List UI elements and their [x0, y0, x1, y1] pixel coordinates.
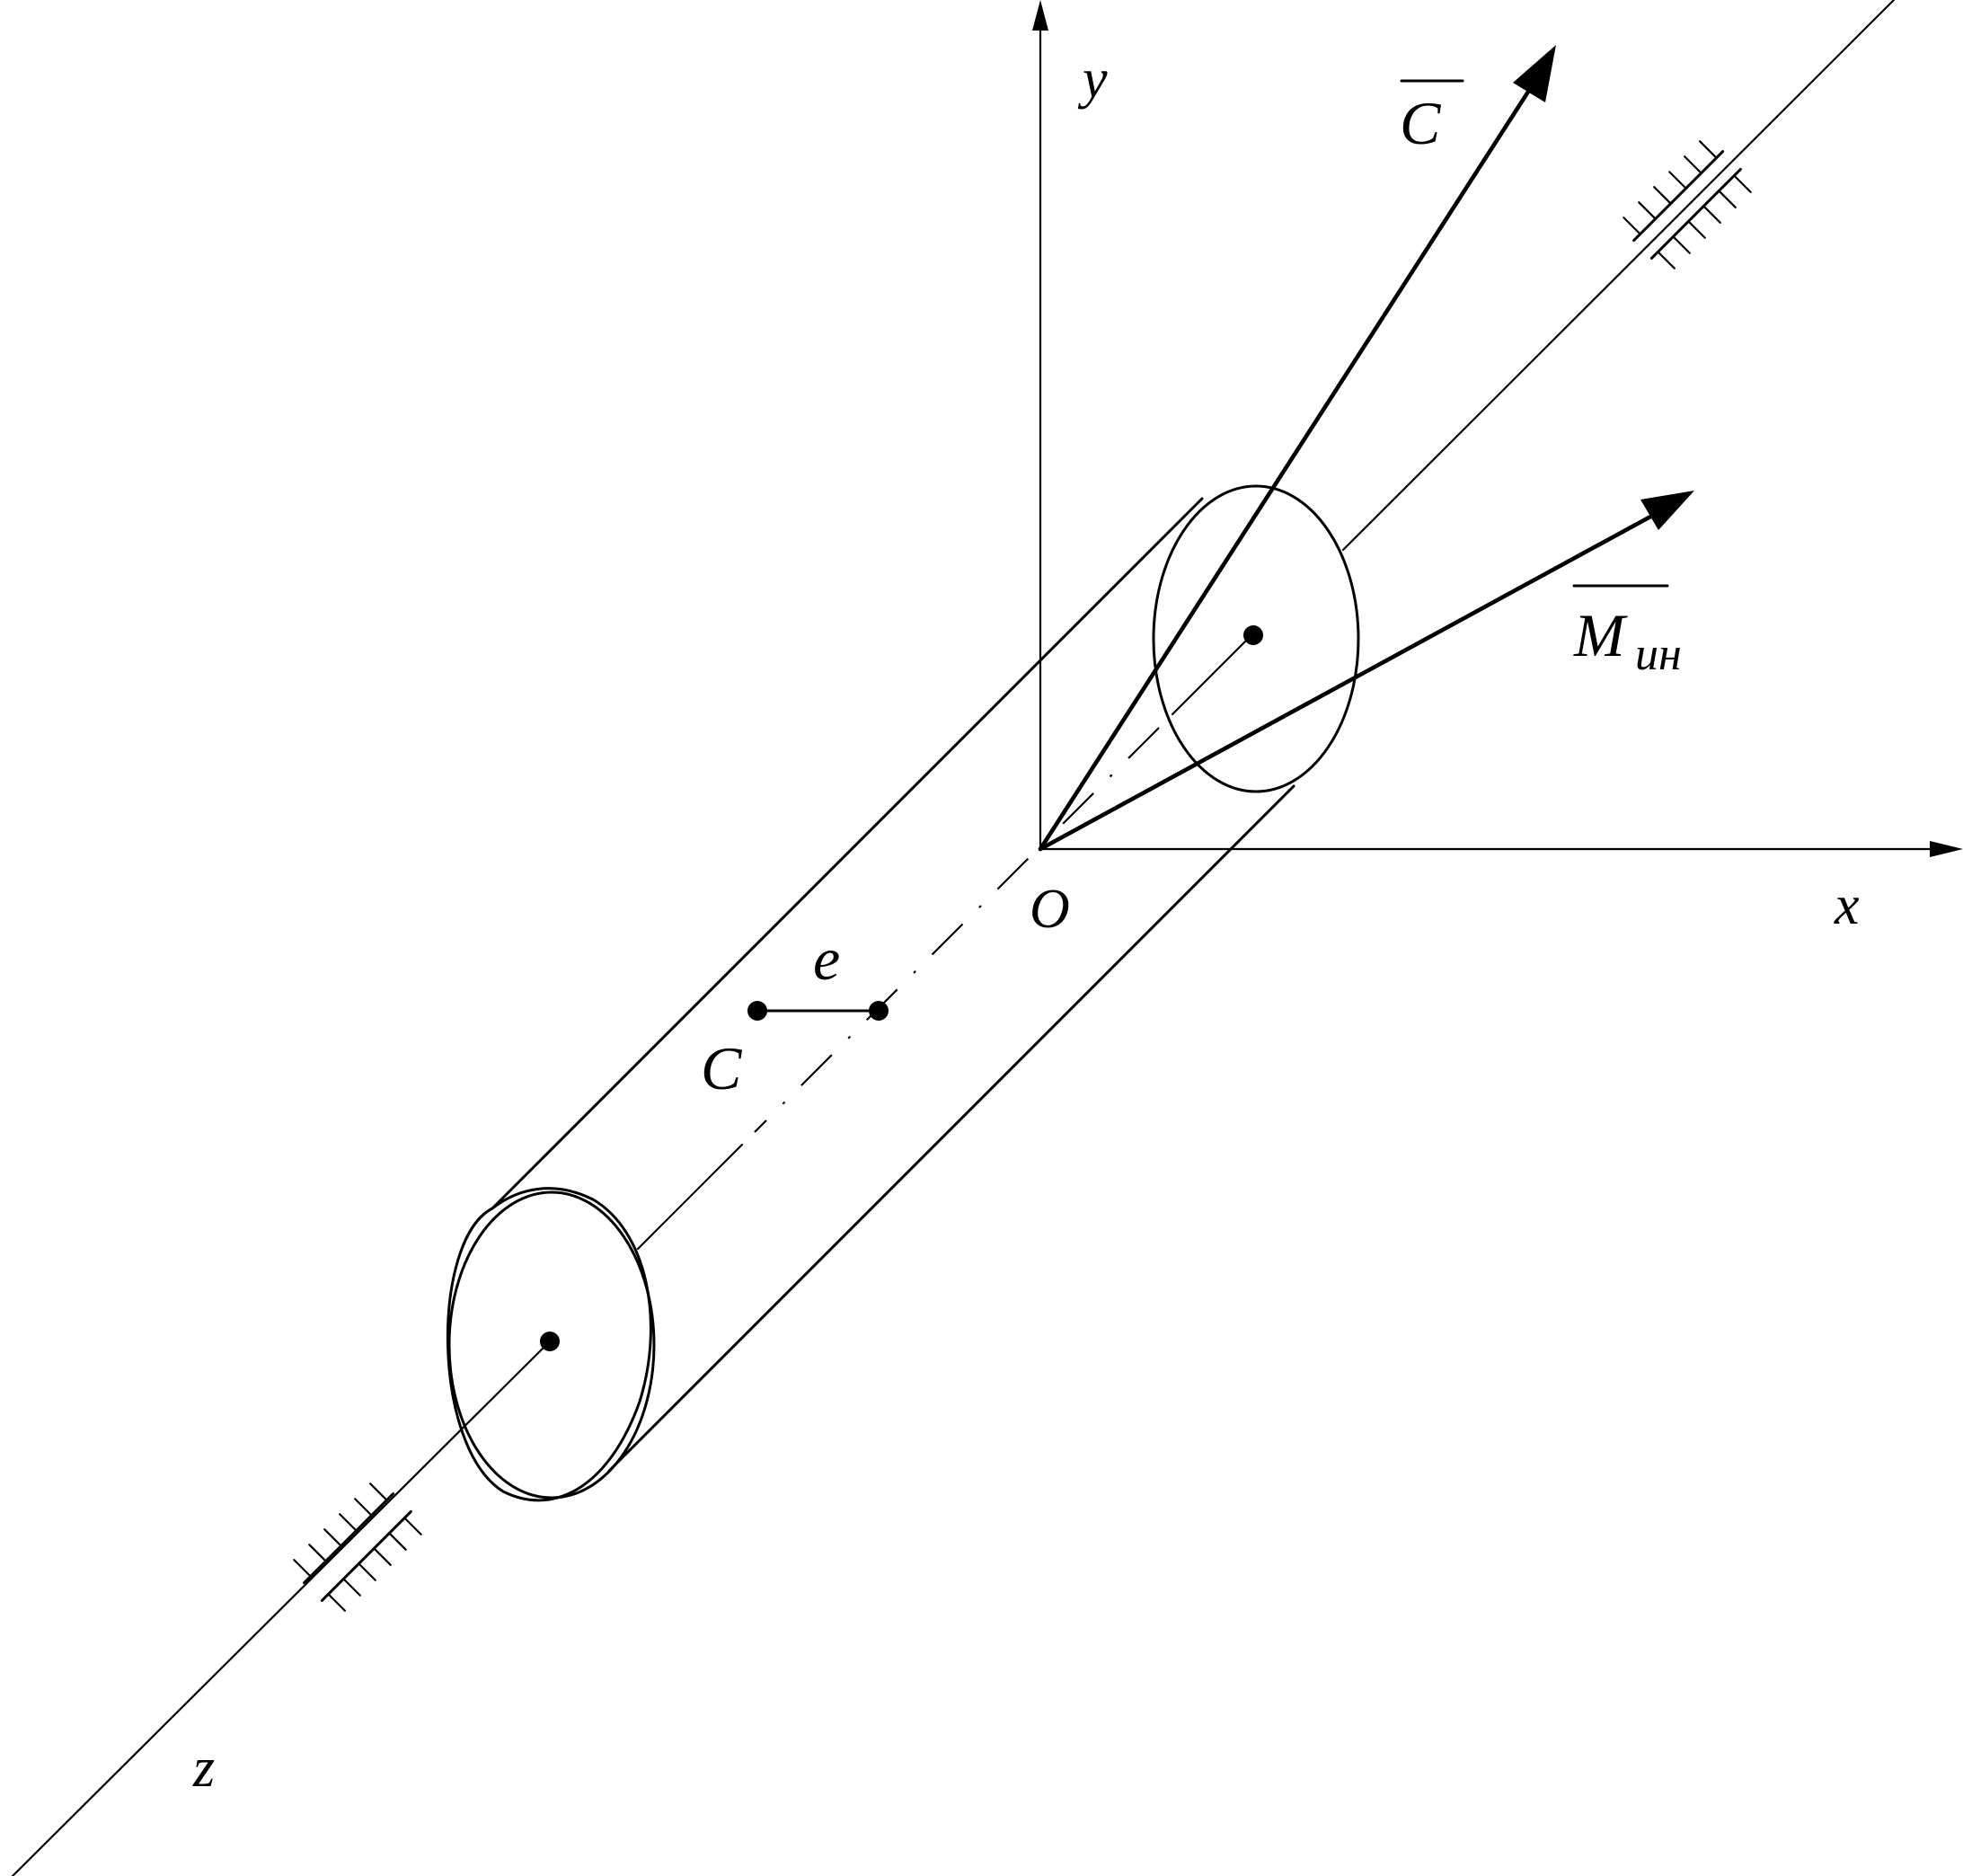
x-axis-label: x: [1834, 875, 1860, 936]
front-face-center-dot: [1243, 625, 1263, 645]
bearing-support-icon: [293, 1482, 422, 1612]
bearing-support-icon: [1623, 140, 1752, 270]
cylinder-top-edge: [491, 497, 1204, 1210]
origin-label: O: [1030, 879, 1070, 940]
shaft-axis-inside-front: [1171, 633, 1253, 716]
eccentricity-label: e: [813, 925, 840, 993]
y-axis-label: y: [1077, 49, 1108, 110]
center-of-mass-label: C: [701, 1034, 742, 1102]
vector-c-label: C: [1400, 89, 1441, 157]
shaft-centerline-dashed: [754, 727, 1160, 1133]
vector-m-arrowhead: [1640, 491, 1694, 530]
z-axis-label: z: [192, 1738, 215, 1799]
vector-m-subscript: ин: [1635, 629, 1682, 680]
axis-point-dot: [869, 1001, 889, 1021]
x-axis-arrowhead: [1930, 841, 1963, 857]
center-of-mass-dot: [747, 1001, 767, 1021]
vector-c-line: [1038, 74, 1541, 852]
shaft-axis-upper: [1341, 0, 1896, 552]
vector-m-line: [1038, 508, 1665, 852]
y-axis-arrowhead: [1032, 0, 1048, 31]
shaft-axis-lower: [11, 1340, 552, 1876]
back-face-center-dot: [540, 1332, 560, 1351]
vector-c-arrowhead: [1513, 45, 1556, 102]
shaft-axis-inside-back: [636, 1143, 744, 1251]
cylinder-bottom-edge: [607, 784, 1295, 1473]
cylinder-front-face: [1152, 484, 1360, 793]
cylinder-back-face: [447, 1190, 656, 1500]
vector-m-label: M: [1573, 601, 1628, 669]
